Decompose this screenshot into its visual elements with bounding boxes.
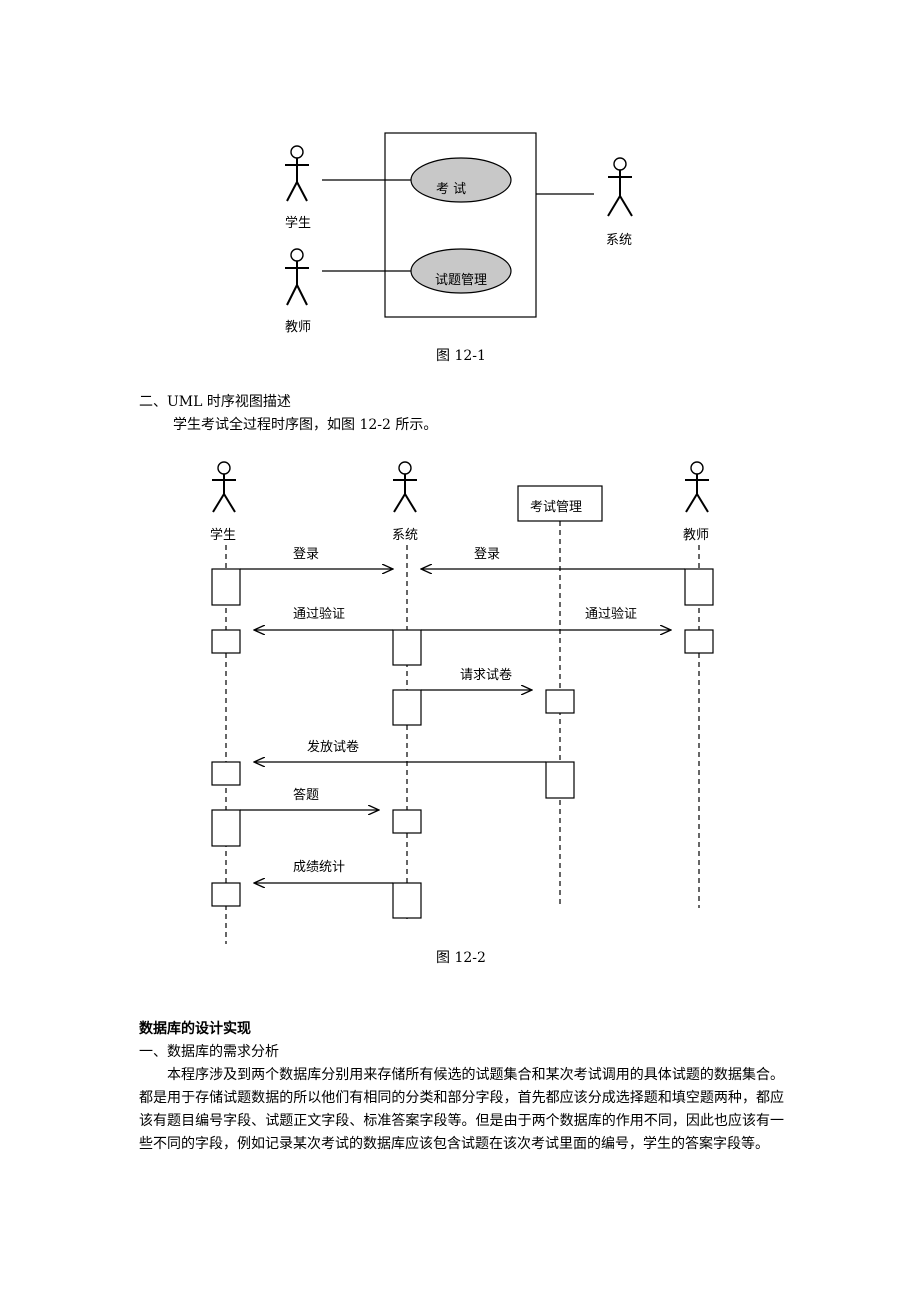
lifeline-exam-mgmt-label: 考试管理 (530, 500, 583, 515)
section-heading: 二、UML 时序视图描述 (139, 394, 291, 410)
db-section-paragraph: 本程序涉及到两个数据库分别用来存储所有候选的试题集合和某次考试调用的具体试题的数… (139, 1067, 784, 1152)
actor-student-icon (285, 145, 309, 202)
msg-verify-right-label: 通过验证 (585, 607, 638, 622)
lifeline-system-label: 系统 (392, 528, 419, 543)
db-section-subheading: 一、数据库的需求分析 (139, 1044, 279, 1060)
activation-system-1 (392, 629, 422, 666)
lifeline-student-label: 学生 (210, 528, 237, 543)
activation-student-2 (211, 629, 241, 654)
activation-teacher-2 (684, 629, 714, 654)
usecase-exam-label: 考 试 (436, 182, 467, 197)
system-boundary (384, 132, 537, 318)
section-intro: 学生考试全过程时序图，如图 12-2 所示。 (173, 417, 438, 433)
activation-student-1 (211, 568, 241, 606)
msg-request-paper-label: 请求试卷 (460, 668, 513, 683)
actor-teacher-label: 教师 (285, 320, 312, 335)
activation-system-4 (392, 882, 422, 919)
activation-exam-1 (545, 689, 575, 714)
activation-student-5 (211, 882, 241, 907)
msg-issue-paper-label: 发放试卷 (307, 740, 360, 755)
actor-system-icon (607, 157, 633, 217)
msg-score-label: 成绩统计 (293, 860, 346, 875)
figure-caption: 图 12-1 (436, 348, 486, 364)
sequence-diagram (211, 461, 714, 944)
lifeline-system-actor-icon (393, 461, 417, 513)
actor-teacher-icon (285, 248, 309, 306)
lifeline-student-actor-icon (212, 461, 236, 513)
lifeline-teacher-label: 教师 (683, 528, 710, 543)
activation-system-3 (392, 809, 422, 834)
actor-student-label: 学生 (285, 216, 312, 231)
activation-teacher-1 (684, 568, 714, 606)
activation-student-4 (211, 809, 241, 847)
db-section-title: 数据库的设计实现 (139, 1021, 251, 1037)
actor-system-label: 系统 (606, 233, 633, 248)
msg-login-right-label: 登录 (474, 547, 501, 562)
msg-login-left-label: 登录 (293, 547, 320, 562)
activation-student-3 (211, 761, 241, 786)
usecase-manage-label: 试题管理 (435, 273, 488, 288)
activation-system-2 (392, 689, 422, 726)
lifeline-exam-mgmt-box (517, 485, 603, 522)
lifeline-teacher-actor-icon (685, 461, 709, 513)
msg-answer-label: 答题 (293, 788, 320, 803)
use-case-diagram (285, 132, 633, 318)
msg-verify-left-label: 通过验证 (293, 607, 346, 622)
figure-caption-2: 图 12-2 (436, 950, 486, 966)
activation-exam-2 (545, 761, 575, 799)
